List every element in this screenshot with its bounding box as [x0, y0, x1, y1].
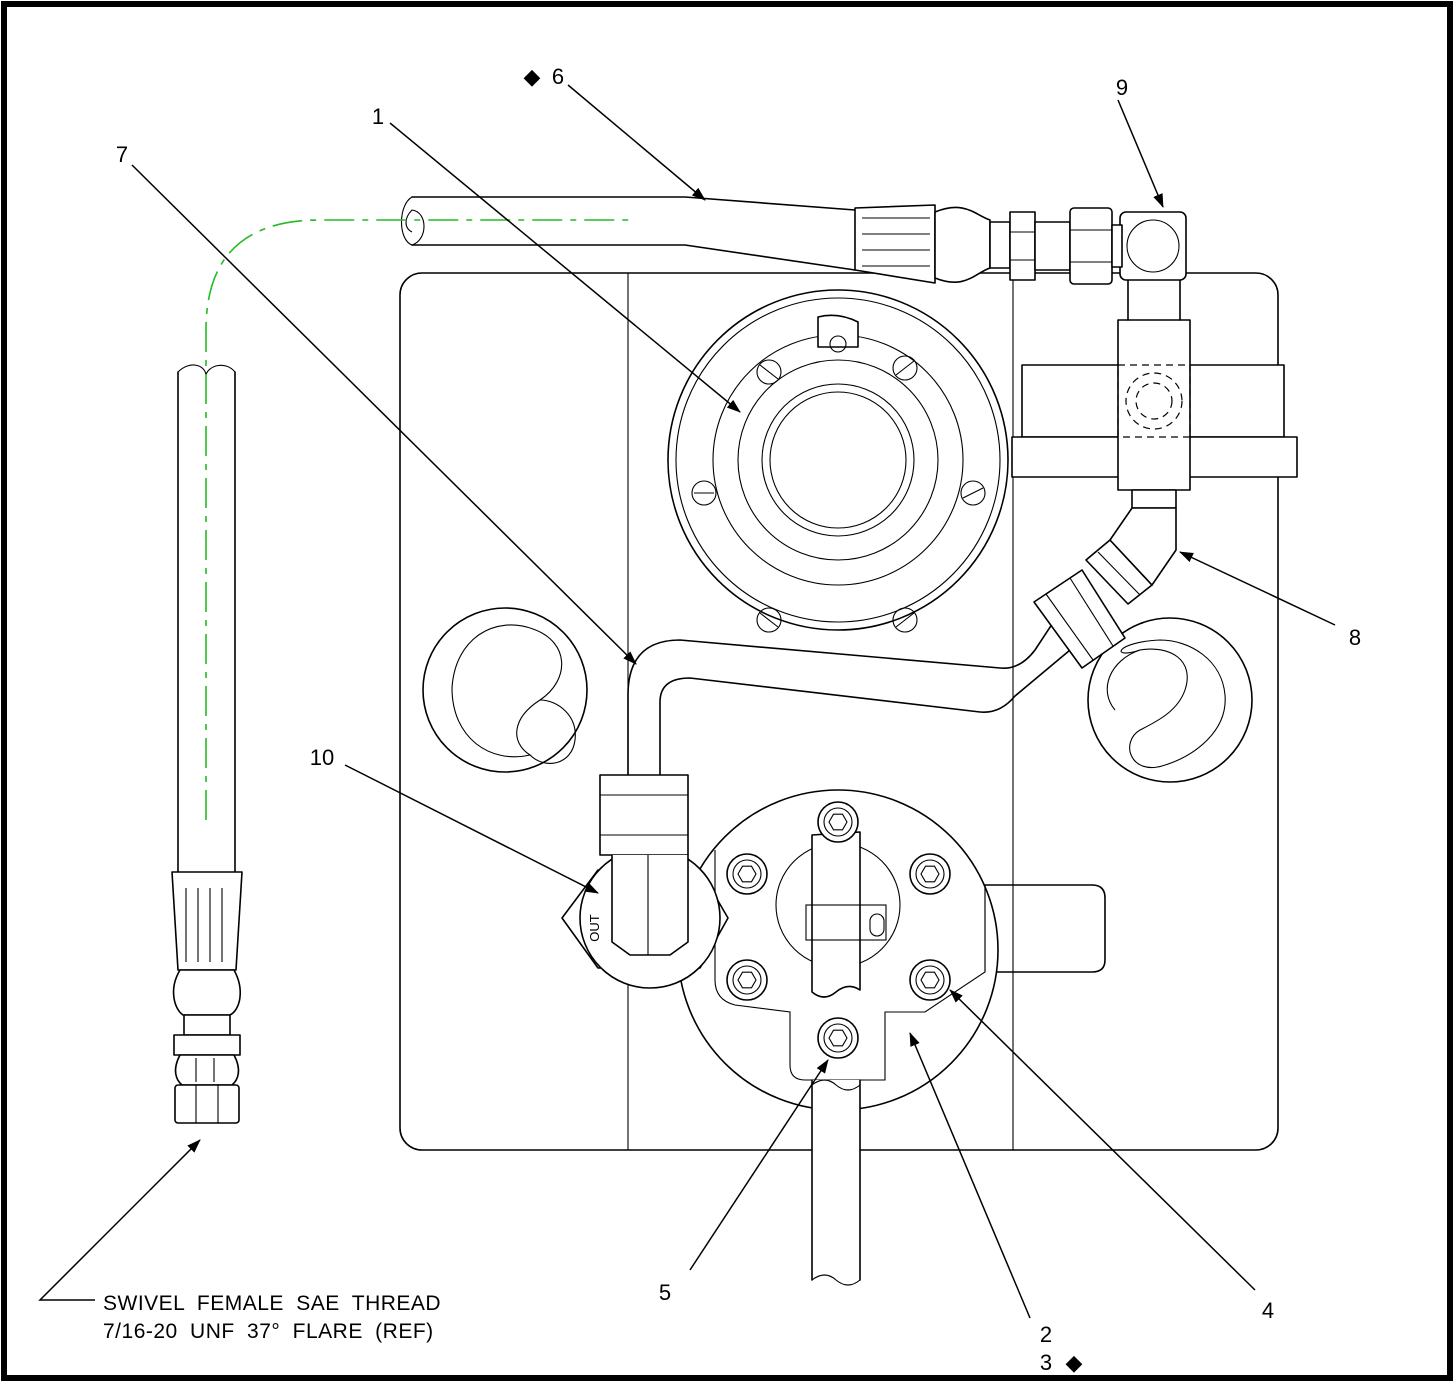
out-port-label: OUT — [587, 914, 602, 942]
callout-7: 7 — [116, 142, 128, 167]
callout-9: 9 — [1116, 75, 1128, 100]
callout-5: 5 — [659, 1280, 671, 1305]
elbow-fitting-8 — [1033, 507, 1177, 669]
tube-7 — [627, 611, 1083, 781]
callout-4: 4 — [1262, 1298, 1274, 1323]
leader-lines — [38, 84, 1336, 1319]
elbow-fitting-9 — [1119, 211, 1187, 281]
hose-centerline — [205, 219, 630, 820]
callout-10: 10 — [310, 745, 334, 770]
socket-bolts — [726, 801, 951, 1059]
callout-2: 2 — [1040, 1322, 1052, 1347]
valve-block — [1011, 279, 1298, 509]
left-hose-end — [171, 364, 243, 1124]
swivel-note-line1: SWIVEL FEMALE SAE THREAD — [103, 1292, 441, 1315]
swivel-note-line2: 7/16-20 UNF 37° FLARE (REF) — [103, 1320, 434, 1343]
callout-3-diamond: ◆ — [1066, 1350, 1083, 1375]
callout-3: 3 — [1040, 1350, 1052, 1375]
callout-6: 6 — [552, 64, 564, 89]
hose-assembly-6 — [401, 196, 1123, 285]
left-slotted-port — [422, 607, 588, 773]
port-fitting — [667, 289, 1009, 633]
out-port-fitting-10: OUT — [561, 774, 729, 989]
callout-1: 1 — [372, 104, 384, 129]
right-slotted-port — [1087, 617, 1253, 783]
callout-8: 8 — [1349, 625, 1361, 650]
callout-6-diamond: ◆ — [524, 64, 541, 89]
